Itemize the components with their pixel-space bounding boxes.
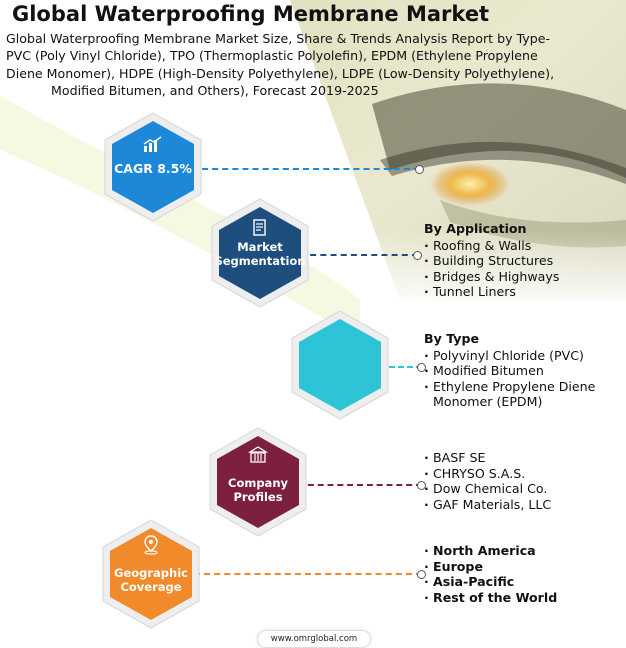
subtitle-line: Diene Monomer), HDPE (High-Density Polye… (6, 65, 555, 81)
list-item: CHRYSO S.A.S. (424, 466, 551, 482)
segmentation-label: Market Segmentation (212, 240, 308, 268)
subtitle-line: Modified Bitumen, and Others), Forecast … (51, 82, 379, 98)
geographic-label-line2: Coverage (120, 580, 182, 594)
type-heading: By Type (424, 331, 480, 346)
connector-dot (413, 251, 422, 260)
cagr-hexagon: CAGR 8.5% (104, 112, 202, 222)
connector-line (300, 251, 422, 260)
application-heading: By Application (424, 221, 527, 236)
segmentation-label-line2: Segmentation (214, 254, 306, 268)
list-item: Ethylene Propylene Diene (424, 379, 595, 395)
list-item: Roofing & Walls (424, 238, 559, 254)
type-hexagon (291, 310, 389, 420)
list-item: BASF SE (424, 450, 551, 466)
list-item: North America (424, 543, 557, 559)
application-block: By Application Roofing & Walls Building … (424, 221, 559, 300)
bar-chart-icon (143, 136, 162, 152)
segmentation-label-line1: Market (237, 240, 283, 254)
company-label-line2: Profiles (233, 490, 283, 504)
list-item: Tunnel Liners (424, 284, 559, 300)
company-hexagon: Company Profiles (209, 427, 307, 537)
list-item: Modified Bitumen (424, 363, 595, 379)
geographic-label-line1: Geographic (114, 566, 188, 580)
subtitle-line: PVC (Poly Vinyl Chloride), TPO (Thermopl… (6, 48, 538, 64)
company-label: Company Profiles (210, 476, 306, 504)
globe-pin-icon (144, 535, 158, 555)
report-icon (253, 219, 266, 236)
company-label-line1: Company (228, 476, 288, 490)
list-item: Europe (424, 559, 557, 575)
list-item: Monomer (EPDM) (433, 394, 543, 409)
list-item: Building Structures (424, 253, 559, 269)
website-footer[interactable]: www.omrglobal.com (258, 631, 370, 647)
connector-line (192, 165, 424, 174)
geographic-hexagon: Geographic Coverage (102, 519, 200, 629)
list-item: Polyvinyl Chloride (PVC) (424, 348, 595, 364)
list-item: GAF Materials, LLC (424, 497, 551, 513)
cagr-label: CAGR 8.5% (114, 161, 192, 176)
segmentation-hexagon: Market Segmentation (211, 198, 309, 308)
list-item: Rest of the World (424, 590, 557, 606)
geographic-label: Geographic Coverage (103, 566, 199, 594)
list-item: Asia-Pacific (424, 574, 557, 590)
subtitle-line: Global Waterproofing Membrane Market Siz… (6, 31, 551, 46)
connector-dot (415, 165, 424, 174)
building-icon (247, 446, 269, 463)
connector-line (298, 481, 426, 490)
type-block: By Type Polyvinyl Chloride (PVC) Modifie… (424, 331, 595, 410)
list-item: Dow Chemical Co. (424, 481, 551, 497)
page-title: Global Waterproofing Membrane Market (12, 2, 490, 26)
companies-block: BASF SE CHRYSO S.A.S. Dow Chemical Co. G… (424, 450, 551, 512)
regions-block: North America Europe Asia-Pacific Rest o… (424, 543, 557, 605)
page-subtitle: Global Waterproofing Membrane Market Siz… (6, 30, 620, 99)
connector-line (194, 570, 426, 579)
list-item: Bridges & Highways (424, 269, 559, 285)
